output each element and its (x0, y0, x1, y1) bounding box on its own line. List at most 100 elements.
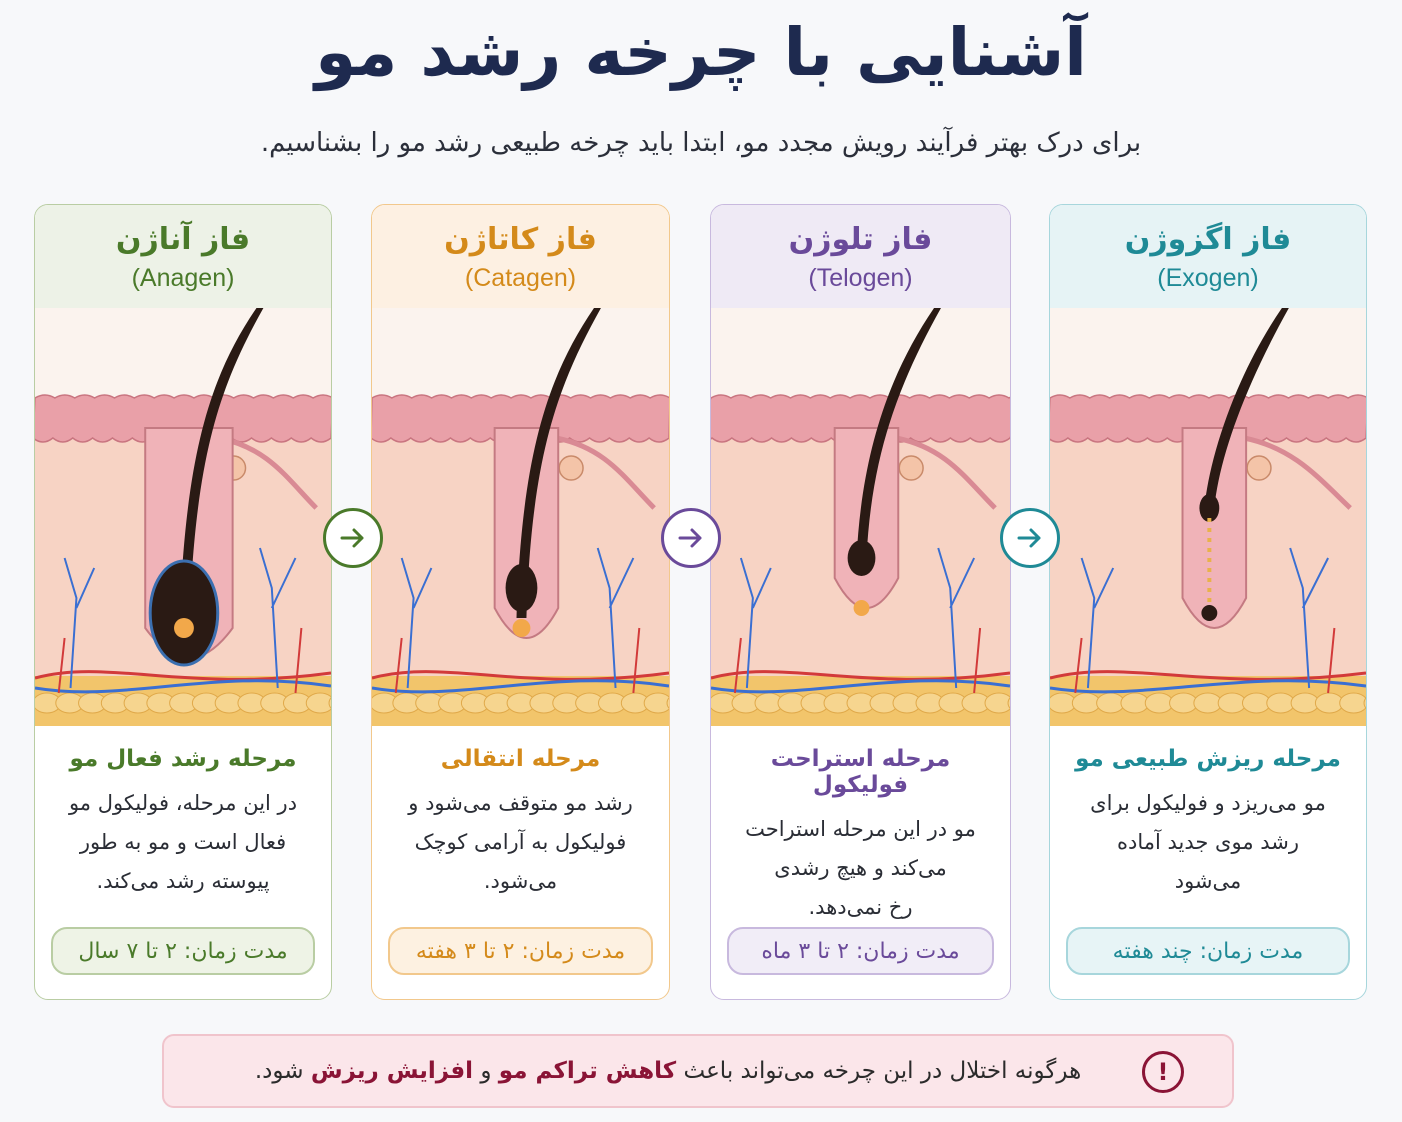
capillary-left (400, 557, 433, 689)
arrector-muscle (555, 435, 656, 510)
sebaceous-gland (898, 455, 924, 481)
vein-vessel (1050, 679, 1366, 694)
desc-line: پیوسته رشد می‌کند. (96, 869, 270, 893)
desc-line: رشد مو متوقف می‌شود و (408, 791, 633, 815)
epidermis-layer (35, 394, 331, 443)
desc-line: در این مرحله، فولیکول مو (68, 791, 298, 815)
warning-suffix: شود. (254, 1058, 304, 1084)
card-body: مرحله رشد فعال مو در این مرحله، فولیکول … (35, 726, 331, 901)
card-exogen: فاز اگزوژن (Exogen) مرحله ریزش طبیعی مو … (1049, 204, 1367, 1000)
follicle-illustration-exogen (1050, 308, 1366, 726)
card-telogen: فاز تلوژن (Telogen) مرحله استراحت فولیکو… (710, 204, 1011, 1000)
warning-bold-loss: افزایش ریزش (310, 1058, 474, 1084)
capillary-right (937, 547, 976, 689)
phase-latin-name: (Exogen) (1157, 263, 1259, 292)
capillary-left (739, 557, 772, 689)
desc-line: می‌کند و هیچ رشدی (774, 856, 947, 880)
fat-cell (1217, 692, 1247, 714)
duration-badge: مدت زمان: ۲ تا ۳ ماه (727, 927, 994, 975)
background-air (1050, 308, 1366, 398)
fat-cell (984, 692, 1010, 714)
page-subtitle: برای درک بهتر فرآیند رویش مجدد مو، ابتدا… (260, 128, 1142, 158)
stage-description: رشد مو متوقف می‌شود و فولیکول به آرامی ک… (390, 784, 651, 901)
arrector-muscle (1243, 435, 1352, 510)
dermal-papilla (512, 619, 531, 637)
arrector-muscle (218, 435, 318, 510)
vein-vessel (35, 679, 331, 694)
fat-cell (305, 692, 331, 714)
follicle-illustration-telogen (711, 308, 1010, 726)
desc-line: می‌شود (1174, 869, 1242, 893)
background-air (372, 308, 669, 398)
vein-vessel (711, 679, 1010, 694)
warning-banner: هرگونه اختلال در این چرخه می‌تواند باعث … (162, 1034, 1234, 1108)
desc-line: رخ نمی‌دهد. (808, 895, 913, 919)
fat-cell (1241, 692, 1271, 714)
fat-cell (1266, 692, 1296, 714)
sebaceous-gland (558, 455, 584, 481)
fat-cell (1290, 692, 1320, 714)
capillary-red (1074, 627, 1336, 694)
desc-line: فعال است و مو به طور (79, 830, 287, 854)
duration-badge: مدت زمان: چند هفته (1066, 927, 1350, 975)
card-head: فاز تلوژن (Telogen) (711, 205, 1010, 308)
stage-title: مرحله ریزش طبیعی مو (1075, 746, 1341, 772)
club-hair (847, 540, 876, 576)
phase-name: فاز تلوژن (788, 221, 933, 257)
epidermis-layer (1050, 394, 1366, 443)
background-air (35, 308, 331, 398)
phase-name: فاز آناژن (115, 221, 251, 257)
warning-bold-density: کاهش تراکم مو (498, 1058, 677, 1084)
fat-cell (1193, 692, 1223, 714)
dermal-papilla (853, 600, 870, 616)
fat-cell (1144, 692, 1174, 714)
phase-cards: فاز آناژن (Anagen) مرحله رشد فعال مو در … (0, 204, 1402, 1000)
vein-vessel (372, 679, 669, 694)
desc-line: مو در این مرحله استراحت (745, 817, 976, 841)
stage-description: مو در این مرحله استراحت می‌کند و هیچ رشد… (729, 810, 992, 927)
stage-title: مرحله رشد فعال مو (69, 746, 297, 772)
card-head: فاز آناژن (Anagen) (35, 205, 331, 308)
fat-cell (1169, 692, 1198, 714)
fat-cell (1339, 692, 1366, 714)
card-body: مرحله استراحت فولیکول مو در این مرحله اس… (711, 726, 1010, 927)
card-head: فاز کاتاژن (Catagen) (372, 205, 669, 308)
warning-middle: و (480, 1058, 492, 1084)
dermal-papilla (174, 618, 194, 638)
duration-badge: مدت زمان: ۲ تا ۳ هفته (388, 927, 653, 975)
card-head: فاز اگزوژن (Exogen) (1050, 205, 1366, 308)
exclamation-icon: ! (1142, 1051, 1184, 1093)
card-catagen: فاز کاتاژن (Catagen) مرحله انتقالی رشد م… (371, 204, 670, 1000)
stage-description: مو می‌ریزد و فولیکول برای رشد موی جدید آ… (1068, 784, 1348, 901)
capillary-right (596, 547, 635, 689)
background-air (711, 308, 1010, 398)
hair-bulb (505, 564, 538, 612)
epidermis-layer (372, 394, 669, 443)
follicle-illustration-anagen (35, 308, 331, 726)
arrow-right-icon (661, 508, 721, 568)
phase-latin-name: (Anagen) (131, 263, 235, 292)
warning-prefix: هرگونه اختلال در این چرخه می‌تواند باعث (683, 1058, 1082, 1084)
card-body: مرحله انتقالی رشد مو متوقف می‌شود و فولی… (372, 726, 669, 901)
arrow-right-icon (1000, 508, 1060, 568)
capillary-red (57, 627, 303, 694)
phase-name: فاز کاتاژن (444, 221, 597, 257)
fat-cell (643, 692, 669, 714)
new-hair-germ (1201, 605, 1218, 621)
card-body: مرحله ریزش طبیعی مو مو می‌ریزد و فولیکول… (1050, 726, 1366, 901)
follicle-sheath (1181, 427, 1248, 629)
arrow-right-icon (323, 508, 383, 568)
desc-line: مو می‌ریزد و فولیکول برای (1090, 791, 1326, 815)
epidermis-layer (711, 394, 1010, 443)
capillary-left (63, 557, 96, 689)
stage-title: مرحله استراحت فولیکول (770, 746, 951, 798)
hair-shaft (856, 308, 941, 558)
capillary-red (394, 627, 641, 694)
capillary-left (1080, 557, 1115, 689)
capillary-red (733, 627, 982, 694)
phase-latin-name: (Catagen) (464, 263, 577, 292)
phase-name: فاز اگزوژن (1124, 221, 1292, 257)
fat-cell (666, 697, 669, 709)
hair-shaft (1204, 308, 1289, 508)
desc-line: رشد موی جدید آماده (1116, 830, 1300, 854)
